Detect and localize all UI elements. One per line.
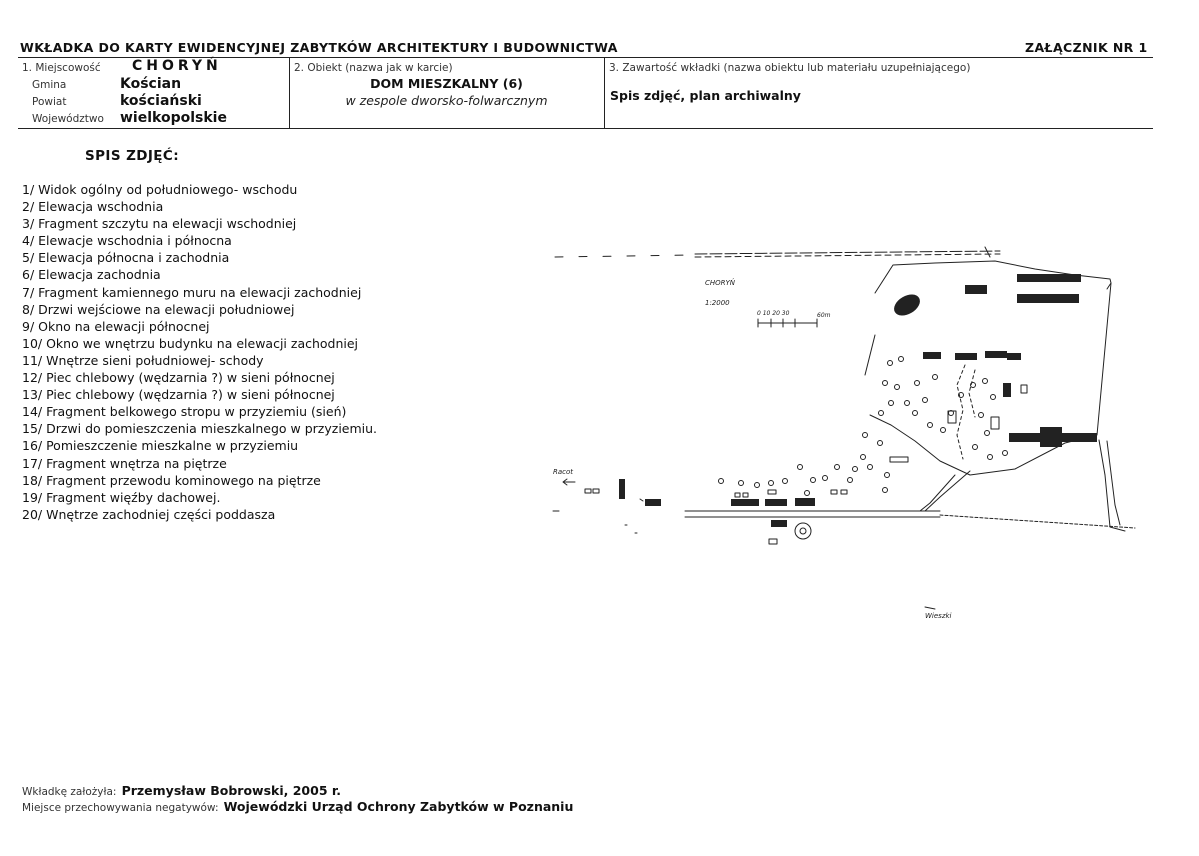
top-road <box>554 246 1001 258</box>
photo-list-item: 11/ Wnętrze sieni południowej- schody <box>22 352 264 368</box>
plan-place-label: CHORYŃ <box>705 278 736 287</box>
photo-list-item: 8/ Drzwi wejściowe na elewacji południow… <box>22 301 295 317</box>
town-value: CHORYŃ <box>132 58 222 74</box>
photo-list-item: 9/ Okno na elewacji północnej <box>22 318 210 334</box>
plan-road-label-bottom: Wieszki <box>925 612 952 620</box>
photo-list-item: 4/ Elewacje wschodnia i północna <box>22 233 232 249</box>
photo-list-item: 5/ Elewacja północna i zachodnia <box>22 250 230 266</box>
object-name: DOM MIESZKALNY (6) <box>370 76 523 91</box>
photo-list-item: 20/ Wnętrze zachodniej części poddasza <box>22 506 276 522</box>
author-line: Wkładkę założyła: Przemysław Bobrowski, … <box>22 780 341 799</box>
author-label: Wkładkę założyła: <box>22 786 117 798</box>
right-road <box>1098 439 1126 532</box>
plan-scale-label: 1:2000 <box>705 299 730 307</box>
object-context: w zespole dworsko-folwarcznym <box>345 93 548 108</box>
voivodeship-label: Województwo <box>32 113 104 125</box>
photo-list-item: 10/ Okno we wnętrzu budynku na elewacji … <box>22 335 359 351</box>
attachment-number: ZAŁĄCZNIK NR 1 <box>1025 40 1148 55</box>
document-title: WKŁADKA DO KARTY EWIDENCYJNEJ ZABYTKÓW A… <box>20 40 618 55</box>
plan-scale-ticks: 0 10 20 30 <box>757 310 790 317</box>
commune-value: Kościan <box>120 76 182 92</box>
plan-road-label-left: Racot <box>553 468 573 476</box>
photo-list-item: 1/ Widok ogólny od południowego- wschodu <box>22 182 298 197</box>
photo-list-item: 2/ Elewacja wschodnia <box>22 199 164 215</box>
photo-list-item: 19/ Fragment więźby dachowej. <box>22 489 221 505</box>
contents-value: Spis zdjęć, plan archiwalny <box>610 88 801 103</box>
storage-value: Wojewódzki Urząd Ochrony Zabytków w Pozn… <box>223 799 574 814</box>
pond <box>894 294 920 316</box>
drive-path <box>924 470 971 512</box>
trees <box>718 356 1008 496</box>
photo-list-item: 16/ Pomieszczenie mieszkalne w przyziemi… <box>22 438 299 454</box>
storage-line: Miejsce przechowywania negatywów: Wojewó… <box>22 796 573 815</box>
scale-bar <box>757 318 818 328</box>
location-field-label: 1. Miejscowość <box>22 62 101 74</box>
storage-label: Miejsce przechowywania negatywów: <box>22 802 219 814</box>
photo-list-item: 3/ Fragment szczytu na elewacji wschodni… <box>22 216 297 232</box>
header-table: 1. Miejscowość CHORYŃ Gmina Kościan Powi… <box>18 57 1153 129</box>
photo-list-item: 13/ Piec chlebowy (wędzarnia ?) w sieni … <box>22 387 335 403</box>
voivodeship-value: wielkopolskie <box>120 110 227 126</box>
archival-site-plan: CHORYŃ 1:2000 0 10 20 30 60m Racot Wiesz… <box>552 246 1136 620</box>
photo-list-item: 7/ Fragment kamiennego muru na elewacji … <box>22 284 362 300</box>
photo-list-item: 17/ Fragment wnętrza na piętrze <box>22 455 227 471</box>
photo-list-item: 12/ Piec chlebowy (wędzarnia ?) w sieni … <box>22 370 335 386</box>
column-divider <box>604 58 605 128</box>
bottom-road <box>684 510 1136 529</box>
plan-scale-end: 60m <box>817 312 831 319</box>
map-marks <box>552 334 936 610</box>
buildings <box>619 274 1097 527</box>
author-value: Przemysław Bobrowski, 2005 r. <box>121 783 342 798</box>
farm-boundary <box>869 260 1112 476</box>
contents-field-label: 3. Zawartość wkładki (nazwa obiektu lub … <box>609 62 971 74</box>
district-label: Powiat <box>32 96 67 108</box>
district-value: kościański <box>120 93 202 109</box>
column-divider <box>289 58 290 128</box>
commune-label: Gmina <box>32 79 67 91</box>
photo-list-item: 6/ Elewacja zachodnia <box>22 267 161 283</box>
photo-list-heading: SPIS ZDJĘĆ: <box>85 148 180 164</box>
photo-list: 1/ Widok ogólny od południowego- wschodu… <box>22 181 377 523</box>
small-structures <box>584 384 1028 545</box>
object-field-label: 2. Obiekt (nazwa jak w karcie) <box>294 62 453 74</box>
photo-list-item: 15/ Drzwi do pomieszczenia mieszkalnego … <box>22 421 378 437</box>
photo-list-item: 18/ Fragment przewodu kominowego na pięt… <box>22 472 321 488</box>
photo-list-item: 14/ Fragment belkowego stropu w przyziem… <box>22 404 347 420</box>
